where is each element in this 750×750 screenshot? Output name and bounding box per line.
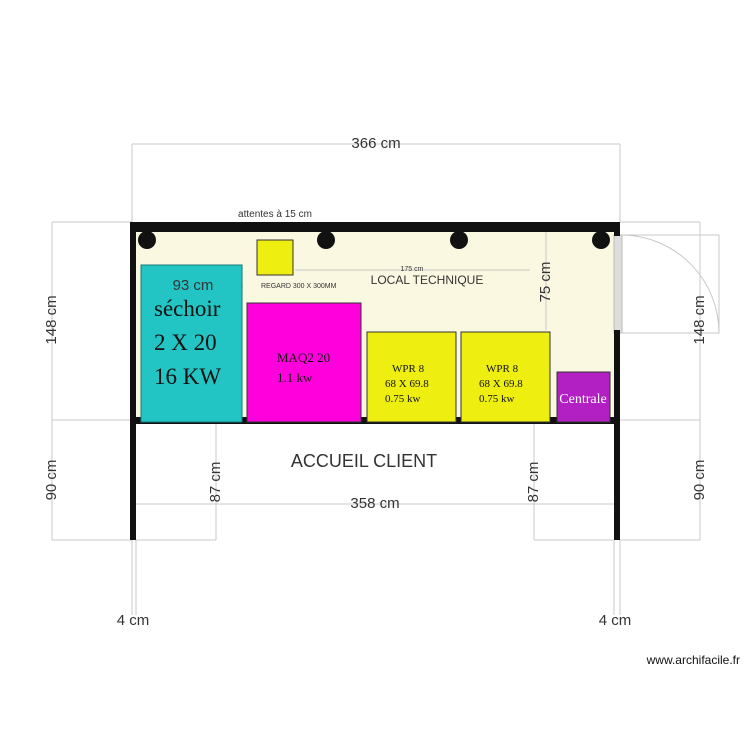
dimension-lines (51, 143, 701, 615)
sechoir-unit (140, 264, 243, 423)
wpr1-label-line2: 68 X 69.8 (385, 378, 429, 390)
wpr-unit-2 (460, 331, 551, 423)
wpr-unit-1 (366, 331, 457, 423)
maq-label-line2: 1.1 kw (277, 370, 313, 385)
wall-right-label: 4 cm (599, 612, 632, 629)
regard-box (256, 239, 294, 276)
inner-75-label: 75 cm (537, 262, 554, 303)
wpr2-label-line1: WPR 8 (486, 363, 519, 375)
centrale-label: Centrale (559, 392, 606, 407)
wall-left-label: 4 cm (117, 612, 150, 629)
accueil-client-label: ACCUEIL CLIENT (291, 451, 437, 471)
sechoir-width-label: 93 cm (173, 277, 214, 294)
regard-label: REGARD 300 X 300MM (261, 283, 337, 290)
wpr2-label-line3: 0.75 kw (479, 393, 515, 405)
sechoir-label-line1: séchoir (154, 296, 221, 321)
wpr2-label-line2: 68 X 69.8 (479, 378, 523, 390)
wpr1-label-line1: WPR 8 (392, 363, 425, 375)
accueil-width-label: 358 cm (350, 495, 399, 512)
total-width-label: 366 cm (351, 135, 400, 152)
left-height-bottom-label: 90 cm (43, 460, 60, 501)
maq-unit (246, 302, 362, 423)
attentes-label: attentes à 15 cm (238, 209, 312, 220)
inner-175-label: 175 cm (401, 266, 424, 273)
watermark: www.archifacile.fr (646, 653, 740, 667)
maq-label-line1: MAQ2 20 (277, 350, 330, 365)
left-height-top-label: 148 cm (43, 295, 60, 344)
sechoir-label-line3: 16 KW (154, 364, 221, 389)
attente-markers (138, 231, 610, 249)
right-height-top-label: 148 cm (691, 295, 708, 344)
inner-right-bottom-label: 87 cm (525, 462, 542, 503)
right-height-bottom-label: 90 cm (691, 460, 708, 501)
wpr1-label-line3: 0.75 kw (385, 393, 421, 405)
sechoir-label-line2: 2 X 20 (154, 330, 217, 355)
inner-left-bottom-label: 87 cm (207, 462, 224, 503)
centrale-unit (556, 371, 611, 423)
local-technique-label: LOCAL TECHNIQUE (371, 273, 484, 287)
